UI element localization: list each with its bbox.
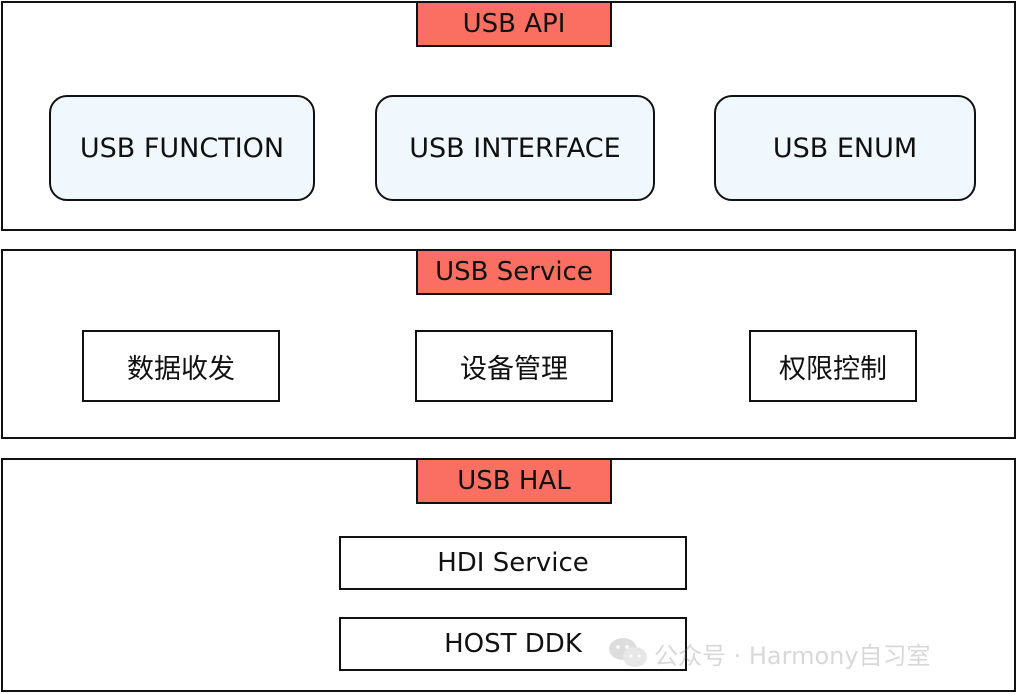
- usb-hal-layer: USB HAL HDI Service HOST DDK: [1, 458, 1016, 692]
- permission-control-box: 权限控制: [749, 330, 917, 402]
- usb-function-box: USB FUNCTION: [49, 95, 315, 201]
- usb-api-layer: USB API USB FUNCTION USB INTERFACE USB E…: [1, 1, 1016, 231]
- usb-service-layer: USB Service 数据收发 设备管理 权限控制: [1, 249, 1016, 439]
- usb-service-header: USB Service: [416, 249, 612, 295]
- host-ddk-box: HOST DDK: [339, 617, 687, 671]
- data-transfer-box: 数据收发: [82, 330, 280, 402]
- usb-interface-box: USB INTERFACE: [375, 95, 655, 201]
- hdi-service-box: HDI Service: [339, 536, 687, 590]
- usb-api-header: USB API: [416, 1, 612, 47]
- usb-hal-header: USB HAL: [416, 458, 612, 504]
- usb-enum-box: USB ENUM: [714, 95, 976, 201]
- device-management-box: 设备管理: [415, 330, 613, 402]
